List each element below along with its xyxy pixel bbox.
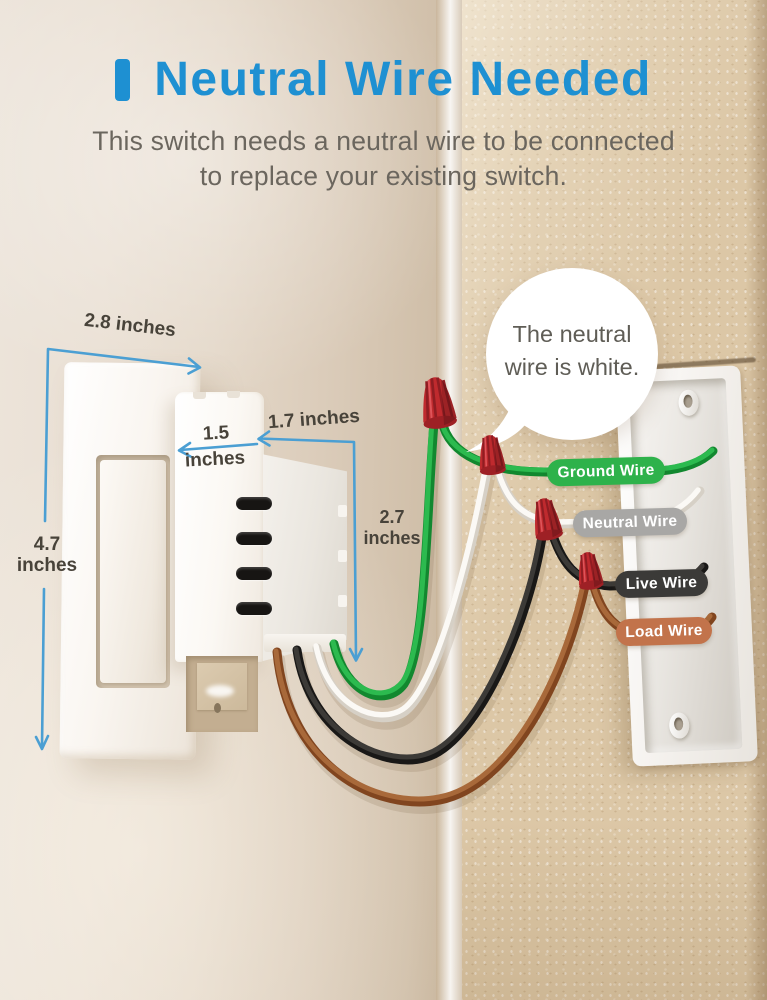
page-title: Neutral Wire Needed xyxy=(154,53,652,106)
rocker-paddle xyxy=(100,460,166,683)
module-vent-slot xyxy=(236,497,272,510)
switch-module-side xyxy=(263,454,347,661)
measure-line-4_7-bottom xyxy=(40,587,46,749)
wall-corner-highlight xyxy=(436,0,462,1000)
bracket-highlight xyxy=(206,685,234,697)
title-accent-bar xyxy=(115,58,131,101)
module-vent-slot xyxy=(236,602,272,615)
measure-label-module-height: 2.7 inches xyxy=(360,507,424,549)
label-live-wire: Live Wire xyxy=(614,568,709,599)
wire-nut-white xyxy=(475,432,508,478)
bubble-line-2: wire is white. xyxy=(504,354,640,381)
speech-bubble-tail xyxy=(466,398,526,452)
label-neutral-wire: Neutral Wire xyxy=(572,507,688,538)
measure-label-plate-height: 4.7 inches xyxy=(12,534,82,576)
module-side-notch xyxy=(338,550,347,562)
subtitle-line-1: This switch needs a neutral wire to be c… xyxy=(92,126,675,156)
subtitle-line-2: to replace your existing switch. xyxy=(199,160,568,191)
module-top-notch xyxy=(227,391,240,398)
arrowhead xyxy=(34,734,50,751)
measure-line-2_8-4_7-top xyxy=(43,347,201,523)
measure-value: 2.7 xyxy=(379,507,405,527)
module-side-notch xyxy=(338,595,347,607)
wire-nut-brown xyxy=(573,549,606,593)
arrowhead xyxy=(257,430,271,447)
measure-line-1_7-2_7 xyxy=(257,437,358,661)
page-title-row: Neutral Wire Needed xyxy=(0,52,767,107)
arrowhead xyxy=(187,357,202,375)
wire-exit-ledge xyxy=(264,634,346,652)
measure-line-1_5 xyxy=(178,442,259,452)
arrowhead xyxy=(348,647,364,662)
arrowhead xyxy=(177,441,192,458)
wire-nut-green xyxy=(415,373,460,433)
bracket-screw-hole xyxy=(214,703,221,713)
measure-value: 4.7 xyxy=(33,534,61,555)
label-load-wire: Load Wire xyxy=(615,616,713,647)
module-side-notch xyxy=(338,505,347,517)
module-vent-slot xyxy=(236,532,272,545)
wire-nut-black xyxy=(528,494,565,544)
page-subtitle: This switch needs a neutral wire to be c… xyxy=(0,124,767,194)
bubble-line-1: The neutral xyxy=(512,321,632,347)
module-top-notch xyxy=(193,392,206,399)
switch-module-front xyxy=(175,392,264,662)
measure-unit: inches xyxy=(16,555,78,576)
speech-bubble-text: The neutral wire is white. xyxy=(488,318,656,385)
module-vent-slot xyxy=(236,567,272,580)
label-ground-wire: Ground Wire xyxy=(546,456,666,487)
measure-unit: inches xyxy=(363,528,421,548)
